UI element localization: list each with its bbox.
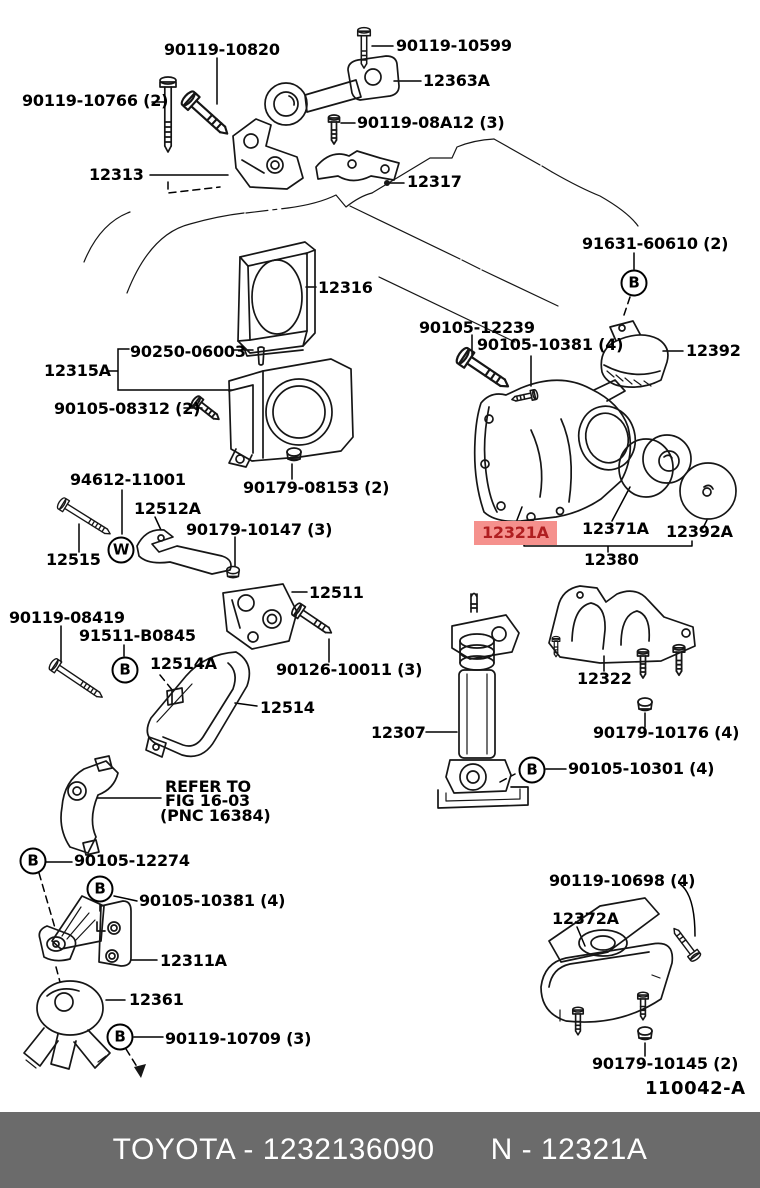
part-number-label: 90179-08153 (2): [243, 478, 390, 497]
part-number-label: 90119-10698 (4): [549, 871, 696, 890]
part-number-label: 90179-10147 (3): [186, 520, 333, 539]
part-drawing-12514a: [166, 687, 184, 706]
part-drawing-12321a-bracket: [473, 379, 637, 523]
part-drawing-refer-bracket: [60, 755, 119, 856]
part-number-label: 90119-10709 (3): [165, 1029, 312, 1048]
highlighted-part-label: 12321A: [474, 521, 557, 545]
part-drawing-12311a: [38, 895, 132, 967]
engine-body-outline: [83, 138, 639, 343]
fastener-class-badge: B: [620, 269, 648, 297]
part-number-label: 12316: [318, 278, 373, 297]
leader-lines: [38, 45, 708, 1071]
footer-bar: TOYOTA - 1232136090 N - 12321A: [0, 1112, 760, 1188]
reference-note-line: REFER TO: [165, 777, 251, 796]
part-number-label: 12313: [89, 165, 144, 184]
fastener-drawings: [46, 26, 703, 1041]
part-number-label: 110042-A: [645, 1078, 746, 1099]
part-number-label: 12514: [260, 698, 315, 717]
part-number-label: 12511: [309, 583, 364, 602]
arrow-head: [134, 1064, 146, 1078]
part-number-label: 90119-08419: [9, 608, 125, 627]
part-drawing-12307: [437, 592, 529, 809]
part-number-label: 90105-10381 (4): [477, 335, 624, 354]
part-number-label: 12392A: [666, 522, 733, 541]
part-number-label: 12363A: [423, 71, 490, 90]
part-number-label: 90179-10176 (4): [593, 723, 740, 742]
part-number-label: 90105-10381 (4): [139, 891, 286, 910]
part-number-label: 12317: [407, 172, 462, 191]
part-drawing-12315a: [228, 358, 354, 468]
part-number-label: 12322: [577, 669, 632, 688]
part-drawing-12322: [548, 585, 696, 664]
part-drawing-12372a: [540, 897, 674, 1023]
part-number-label: 94612-11001: [70, 470, 186, 489]
part-number-label: 12372A: [552, 909, 619, 928]
part-number-label: 90119-10820: [164, 40, 280, 59]
footer-part-code: TOYOTA - 1232136090: [112, 1133, 435, 1166]
part-number-label: 12307: [371, 723, 426, 742]
part-drawing-12313: [232, 118, 304, 190]
diagram-line-art: [23, 26, 737, 1078]
part-number-label: 90119-10766 (2): [22, 91, 169, 110]
fastener-class-badge: B: [111, 656, 139, 684]
part-number-label: 12315A: [44, 361, 111, 380]
part-drawing-12361: [23, 980, 111, 1070]
diagram-stage: 90119-10820 90119-10599 12363A 90119-10766 …: [9, 26, 746, 1099]
part-drawing-12512a: [136, 528, 232, 575]
part-number-label: 12311A: [160, 951, 227, 970]
part-drawing-12514: [145, 651, 251, 758]
part-drawing-12392a: [679, 462, 737, 520]
part-number-label: 90126-10011 (3): [276, 660, 423, 679]
part-number-label: 12371A: [582, 519, 649, 538]
part-number-label: 90119-10599: [396, 36, 512, 55]
part-number-label: 12514A: [150, 654, 217, 673]
fastener-class-badge: B: [106, 1023, 134, 1051]
part-drawing-12511: [222, 583, 298, 650]
part-drawing-12371a: [618, 434, 692, 498]
part-drawing-12317: [315, 150, 400, 182]
part-drawing-12392: [600, 320, 669, 388]
part-number-label: 91511-B0845: [79, 626, 196, 645]
part-number-label: 90105-08312 (2): [54, 399, 201, 418]
part-drawing-12363a: [264, 55, 400, 126]
fastener-class-badge: B: [518, 756, 546, 784]
reference-note-line: FIG 16-03: [165, 791, 250, 810]
part-number-label: 90179-10145 (2): [592, 1054, 739, 1073]
part-number-label: 12515: [46, 550, 101, 569]
part-number-label: 12380: [584, 550, 639, 569]
leader-dot: [384, 180, 390, 186]
fastener-class-badge: B: [19, 847, 47, 875]
part-number-label: 90105-10301 (4): [568, 759, 715, 778]
part-number-label: 12392: [686, 341, 741, 360]
part-number-label: 12361: [129, 990, 184, 1009]
part-drawing-12316: [237, 241, 316, 357]
part-number-label: 91631-60610 (2): [582, 234, 729, 253]
fastener-class-badge: B: [86, 875, 114, 903]
part-number-label: 90105-12274: [74, 851, 190, 870]
footer-part-number: N - 12321A: [490, 1133, 648, 1166]
fastener-class-badge: W: [107, 536, 135, 564]
reference-note-line: (PNC 16384): [160, 806, 271, 825]
part-number-label: 90119-08A12 (3): [357, 113, 505, 132]
part-number-label: 12512A: [134, 499, 201, 518]
part-number-label: 90250-06003: [130, 342, 246, 361]
part-number-label: 90105-12239: [419, 318, 535, 337]
